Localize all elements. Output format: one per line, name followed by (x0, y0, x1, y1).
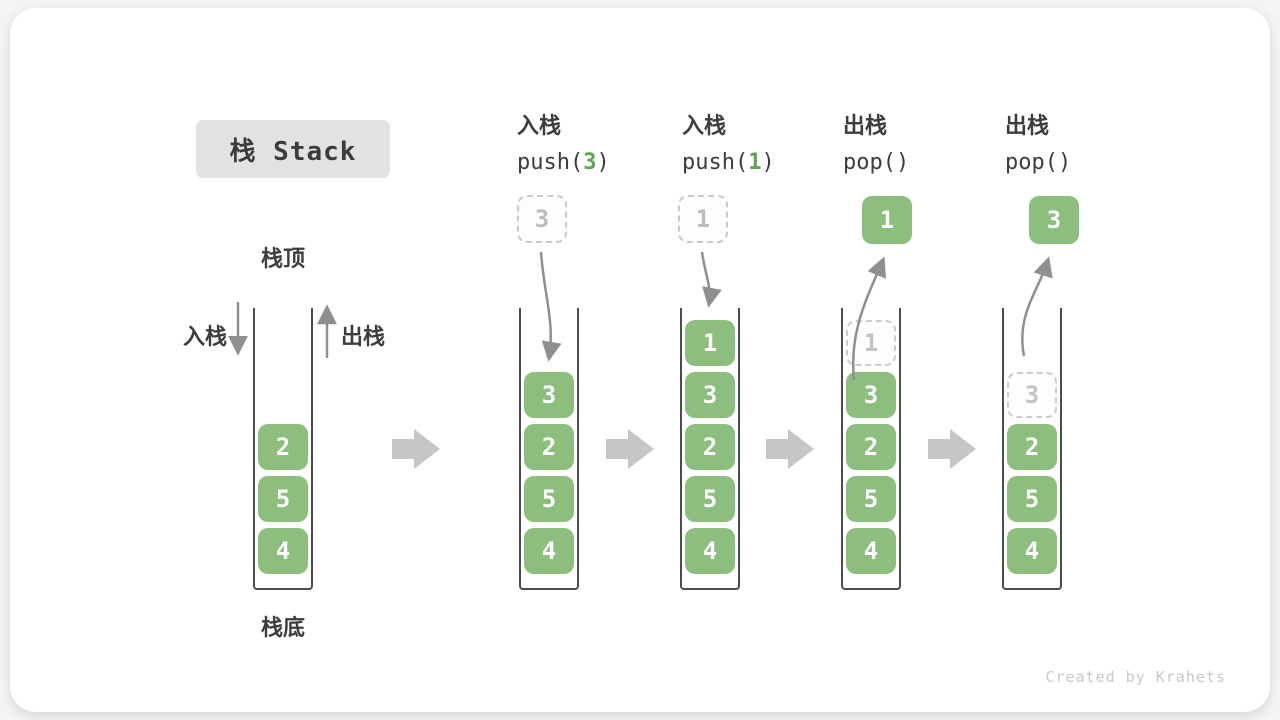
op-arg: 3 (583, 150, 597, 175)
op-code: pop() (843, 148, 1003, 178)
stack-element: 5 (846, 476, 896, 522)
stack-element: 2 (1007, 424, 1057, 470)
stack-element: 3 (685, 372, 735, 418)
title-text: 栈 Stack (229, 136, 357, 167)
stack-bottom-label: 栈底 (260, 616, 305, 641)
incoming-value-box: 1 (678, 195, 728, 243)
op-name: 出栈 (843, 114, 888, 139)
pop-side-label: 出栈 (341, 325, 386, 350)
stack-well-5 (1002, 308, 1062, 590)
diagram-card: 栈 Stack 入栈 push(3) 入栈 push(1) 出栈 pop() 出… (10, 8, 1270, 712)
stack-element: 2 (524, 424, 574, 470)
op-code: push(1) (682, 148, 842, 178)
op-label-push-3: 入栈 push(3) (517, 112, 677, 178)
op-code: pop() (1005, 148, 1165, 178)
op-fn: pop() (843, 150, 910, 175)
ghost-element: 1 (846, 320, 896, 366)
stack-element: 2 (258, 424, 308, 470)
op-name: 入栈 (517, 114, 562, 139)
stack-element: 4 (1007, 528, 1057, 574)
op-name: 出栈 (1005, 114, 1050, 139)
stack-element: 4 (524, 528, 574, 574)
op-close: ) (761, 150, 775, 175)
popped-value-box: 1 (862, 196, 912, 244)
stack-element: 4 (258, 528, 308, 574)
watermark: Created by Krahets (1045, 668, 1226, 686)
op-fn: push( (682, 150, 749, 175)
stack-well-1 (253, 308, 313, 590)
ghost-element: 3 (1007, 372, 1057, 418)
stack-top-label: 栈顶 (260, 247, 305, 272)
stack-element: 5 (524, 476, 574, 522)
stack-element: 2 (846, 424, 896, 470)
op-fn: push( (517, 150, 584, 175)
stack-element: 3 (846, 372, 896, 418)
stack-element: 2 (685, 424, 735, 470)
op-fn: pop() (1005, 150, 1072, 175)
stack-well-4 (841, 308, 901, 590)
stack-element: 3 (524, 372, 574, 418)
stack-element: 5 (685, 476, 735, 522)
stack-well-2 (519, 308, 579, 590)
title-box: 栈 Stack (196, 120, 390, 178)
op-arg: 1 (748, 150, 762, 175)
op-name: 入栈 (682, 114, 727, 139)
popped-value-box: 3 (1029, 196, 1079, 244)
stack-element: 5 (258, 476, 308, 522)
stack-element: 4 (685, 528, 735, 574)
push-side-label: 入栈 (183, 325, 228, 350)
incoming-value-box: 3 (517, 195, 567, 243)
op-code: push(3) (517, 148, 677, 178)
op-label-push-1: 入栈 push(1) (682, 112, 842, 178)
op-close: ) (596, 150, 610, 175)
op-label-pop-1: 出栈 pop() (843, 112, 1003, 178)
op-label-pop-3: 出栈 pop() (1005, 112, 1165, 178)
stack-well-3 (680, 308, 740, 590)
stack-element: 1 (685, 320, 735, 366)
stack-element: 5 (1007, 476, 1057, 522)
stack-element: 4 (846, 528, 896, 574)
